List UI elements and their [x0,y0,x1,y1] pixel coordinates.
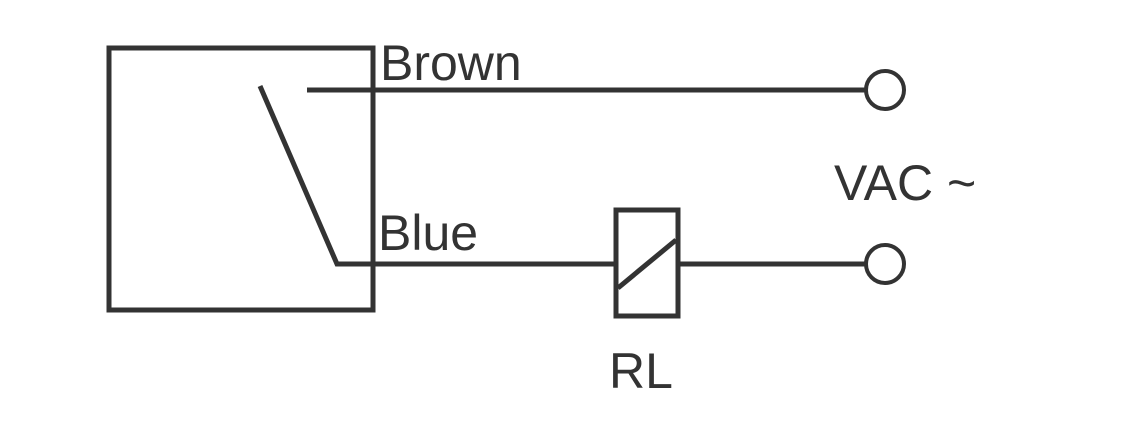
lower-terminal [864,243,906,285]
relay-label: RL [609,343,673,399]
blue-label: Blue [378,205,478,261]
sensor-housing [106,45,376,313]
upper-terminal [864,69,906,111]
brown-label: Brown [380,35,522,91]
switch-blade [257,85,373,267]
supply-label: VAC ~ [834,155,976,211]
relay-coil-slash [616,238,678,290]
